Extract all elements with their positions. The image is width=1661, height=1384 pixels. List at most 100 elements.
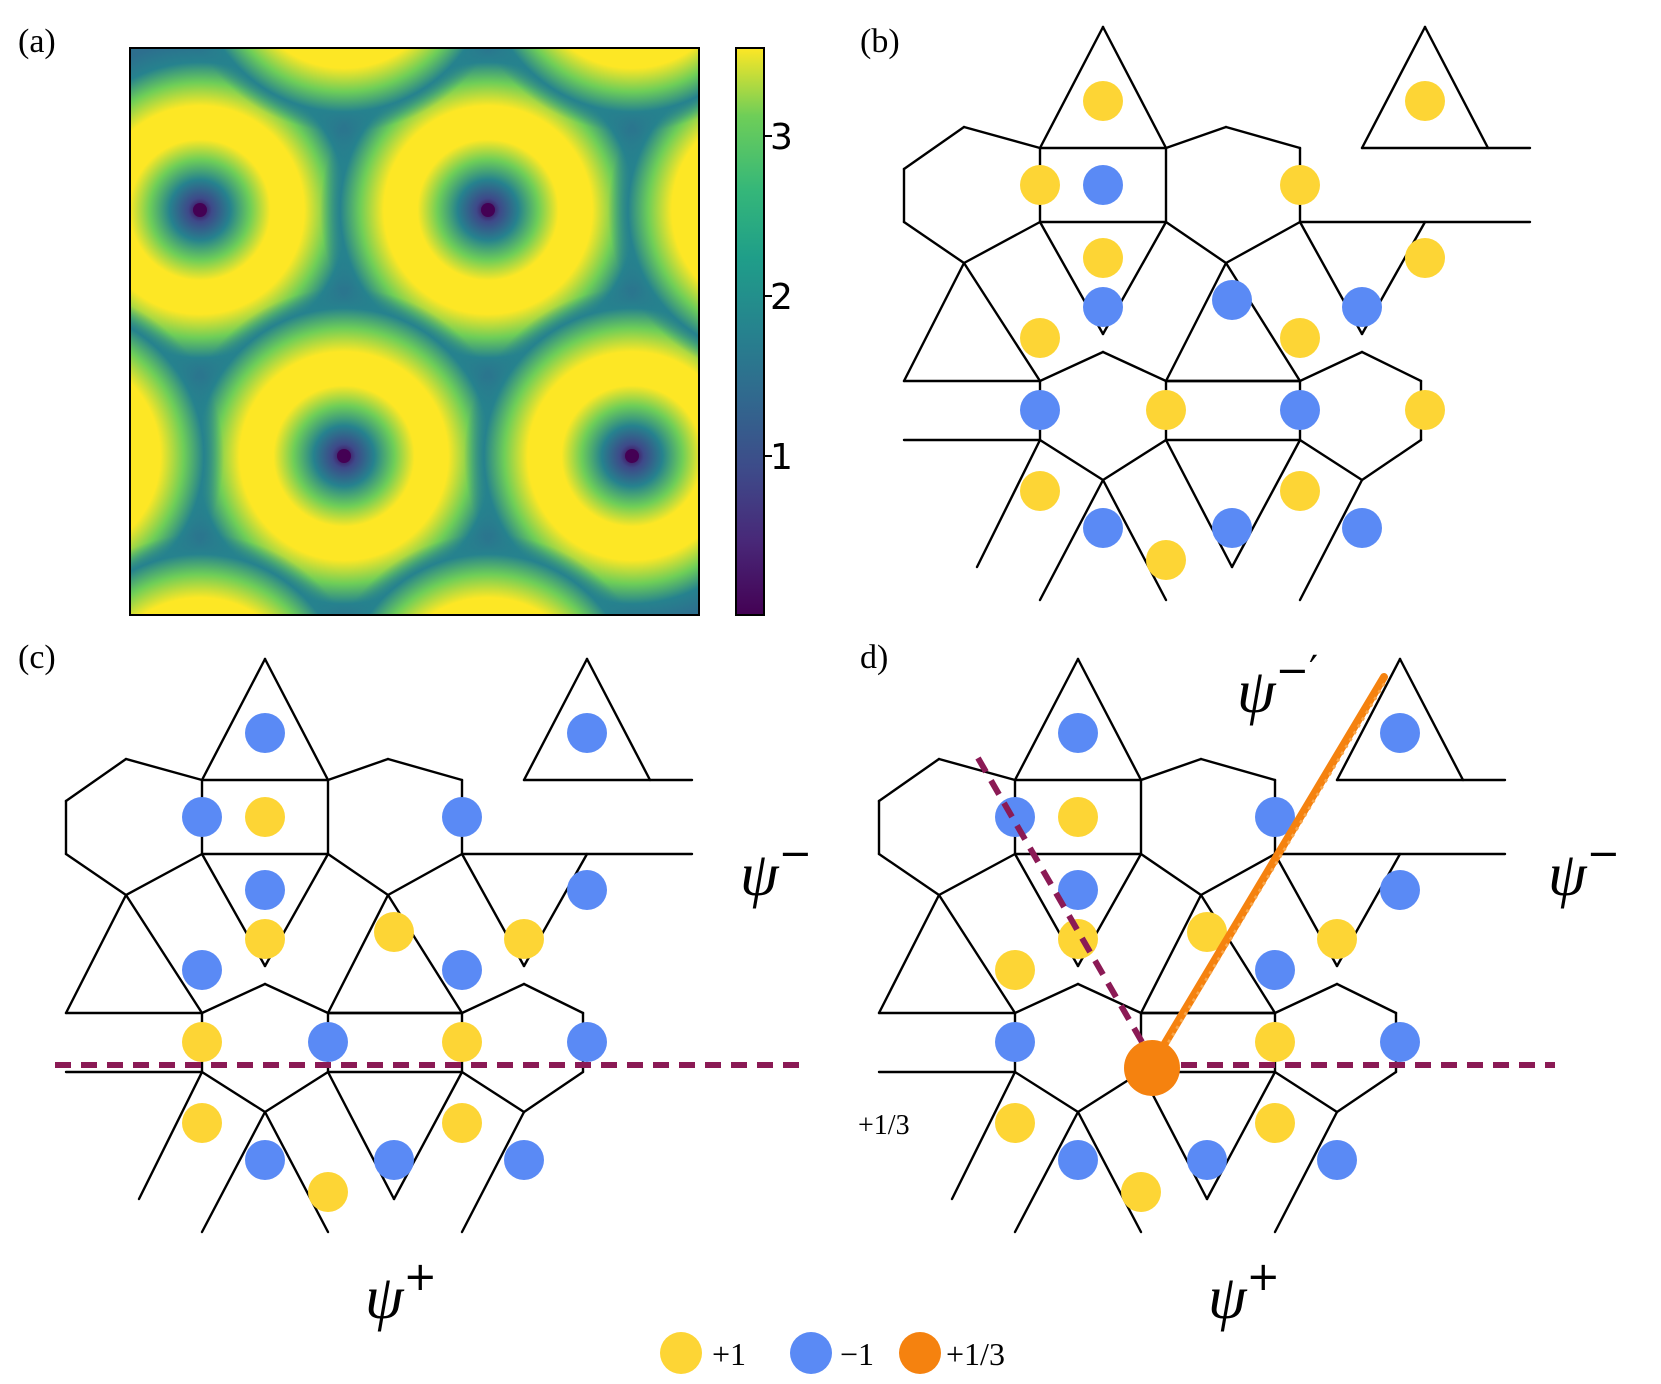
tiling-edge [962,125,1042,150]
charge-plus-one [1058,919,1098,959]
tiling-edge [200,1110,267,1234]
charge-minus-one [567,870,607,910]
tiling-panel-c [64,657,694,1234]
tiling-edge [1199,852,1277,897]
tiling-edge [1164,438,1234,569]
tiling-edge [877,757,941,803]
branch-cut-line [1148,673,1388,1069]
tiling-edge [326,852,390,897]
tiling-edge [937,893,1017,1015]
charge-minus-one [1058,1140,1098,1180]
tiling-panel-b [902,25,1532,602]
tiling-edge [937,852,1017,897]
tiling-edge [937,757,1017,782]
charge-minus-one [442,950,482,990]
tiling-edge [1199,757,1277,782]
tiling-edge [1230,438,1302,569]
charge-plus-one [995,950,1035,990]
charge-minus-one [1083,287,1123,327]
charge-minus-one [182,797,222,837]
panel-b-label: (b) [860,23,900,60]
defect-annotation: +1/3 [858,1110,910,1141]
legend: +1 −1 +1/3 [660,1332,1005,1374]
charge-minus-one [1020,390,1060,430]
charge-plus-one [245,797,285,837]
tiling-edge [124,757,204,782]
charge-plus-one [1405,238,1445,278]
heatmap-frame [129,47,700,616]
tiling-edge [64,852,128,897]
tiling-edge [522,982,585,1015]
charge-plus-one [374,912,414,952]
charge-minus-one [1058,870,1098,910]
tiling-edge [124,893,204,1015]
tiling-edge [1273,982,1339,1015]
tiling-edge [522,657,589,782]
charge-plus-one [1317,919,1357,959]
tiling-edge [1101,478,1168,602]
charge-minus-one [245,713,285,753]
defect-marker [1124,1040,1180,1096]
psi-plus-label: ψ+ [365,1254,437,1332]
tiling-edge [1076,1110,1143,1234]
heatmap-ring [464,288,699,615]
charge-minus-one [1255,950,1295,990]
heatmap-core [337,449,351,463]
charge-minus-one [245,1140,285,1180]
heatmap-core [625,449,639,463]
charge-plus-one [1187,912,1227,952]
tiling-edge [1101,25,1168,150]
tiling-edge [1013,1070,1080,1114]
tiling-edge [877,893,941,1015]
heatmap-ring [344,534,632,615]
tiling-edge [1139,852,1203,897]
tiling-edge [200,657,267,782]
tiling-edge [64,893,128,1015]
charge-plus-one [1020,471,1060,511]
tiling-edge [1013,657,1080,782]
charge-plus-one [995,1103,1035,1143]
charge-minus-one [1255,797,1295,837]
charge-minus-one [1212,508,1252,548]
heatmap-ring [608,60,699,360]
tiling-edge [326,1070,396,1201]
psi-minus-prime-label: ψ−′ [1237,648,1318,726]
charge-plus-one [1083,81,1123,121]
tiling-edge [1101,350,1168,383]
charge-minus-one [1380,713,1420,753]
charge-minus-one [1083,165,1123,205]
tiling-edge [1398,657,1465,782]
tiling-edge [326,893,390,1015]
tiling-edge [263,1070,330,1114]
tiling-edge [1038,350,1105,383]
charge-plus-one [504,919,544,959]
tiling-edge [1273,1110,1339,1234]
tiling-edge [392,1070,464,1201]
legend-marker-minus-one [790,1332,832,1374]
tiling-edge [1335,1070,1398,1114]
tiling-edge [1298,438,1364,482]
tiling-edge [460,1110,526,1234]
tiling-edge [1360,25,1427,150]
heatmap-ring [130,305,224,607]
tiling-edge [962,220,1042,265]
tiling-edge [1273,1070,1339,1114]
charge-plus-one [442,1022,482,1062]
tiling-edge [1335,982,1398,1015]
tiling-edge [950,1070,1017,1201]
colorbar-tick-label: 3 [770,117,793,158]
psi-minus-label: ψ− [1548,831,1620,909]
colorbar-tick-label: 2 [770,277,793,318]
tiling-edge [1360,438,1423,482]
tiling-edge [386,757,464,782]
charge-minus-one [1342,287,1382,327]
charge-plus-one [1146,390,1186,430]
tiling-edge [975,438,1042,569]
heatmap-ring [130,534,344,615]
tiling-edge [902,261,966,383]
charge-plus-one [1020,318,1060,358]
charge-minus-one [308,1022,348,1062]
tiling-edge [522,1070,585,1114]
charge-plus-one [1058,797,1098,837]
